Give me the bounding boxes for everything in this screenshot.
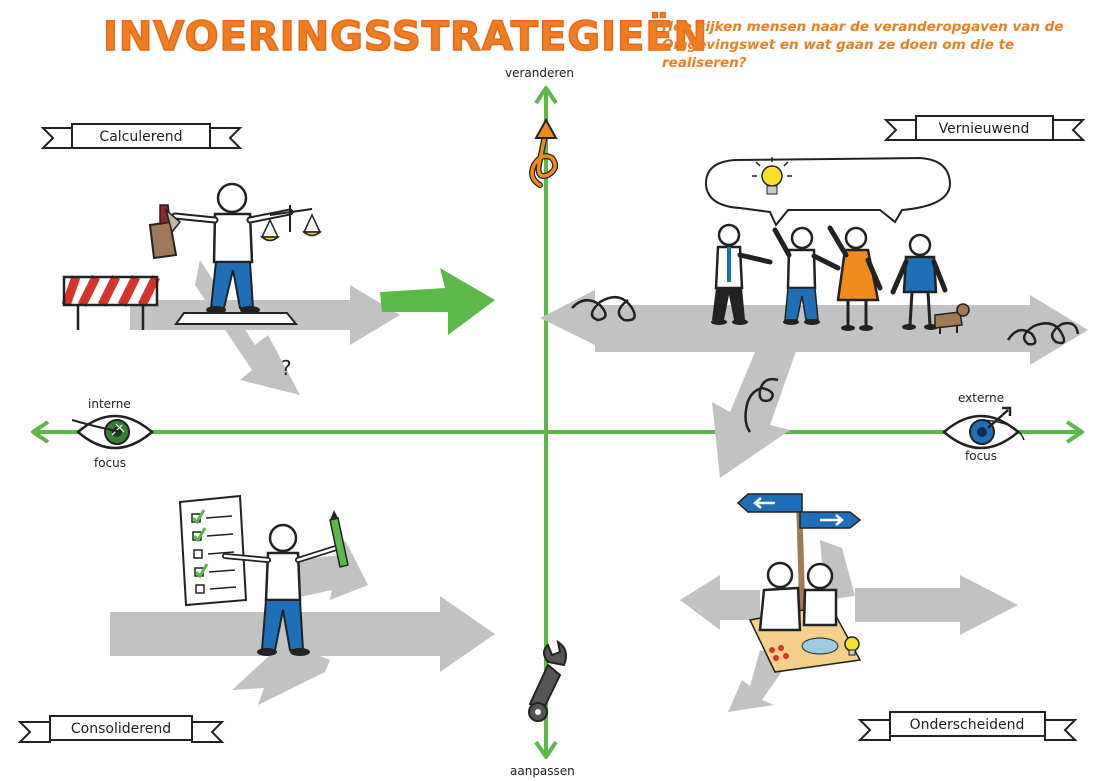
speech-bubble <box>704 156 952 227</box>
axis-arrow-left <box>31 420 50 444</box>
axis-label-externe-focus: focus <box>965 449 998 463</box>
lightbulb-icon <box>844 636 860 656</box>
gray-arrow-down <box>712 340 800 478</box>
page-title: INVOERINGSSTRATEGIEËN <box>102 13 709 61</box>
bag-icon <box>148 204 182 260</box>
barrier-icon <box>61 274 161 330</box>
lightbulb-icon <box>752 157 792 195</box>
axis-label-interne: interne <box>88 397 131 411</box>
axis-arrow-top <box>534 86 558 105</box>
checklist-icon <box>178 494 248 607</box>
quadrant-vernieuwend <box>540 156 1088 478</box>
gray-arrow-main <box>540 290 1088 365</box>
person-calculerend <box>171 182 294 314</box>
banner-vernieuwend: Vernieuwend <box>883 115 1086 141</box>
pencil-icon <box>329 510 349 568</box>
axes <box>31 86 1084 759</box>
person-blue-1 <box>772 226 841 325</box>
loop-left <box>571 295 636 322</box>
loop-right <box>1006 321 1080 346</box>
axis-label-aanpassen: aanpassen <box>510 764 575 778</box>
person-orange <box>827 225 883 331</box>
twisty-arrow-icon <box>529 117 559 188</box>
axis-label-interne-focus: focus <box>94 456 127 470</box>
quadrant-calculerend: ? <box>61 182 495 395</box>
signpost-icon <box>736 493 862 631</box>
loop-down <box>744 377 779 433</box>
banner-consoliderend: Consoliderend <box>17 715 225 743</box>
scales-icon <box>260 205 322 242</box>
quadrant-consoliderend <box>110 494 495 705</box>
dog-icon <box>934 303 970 334</box>
axis-label-veranderen: veranderen <box>505 66 575 80</box>
green-arrow <box>380 268 495 335</box>
quadrant-label-vernieuwend: Vernieuwend <box>939 121 1030 137</box>
question-mark: ? <box>281 356 292 380</box>
axis-arrow-bottom <box>534 740 558 759</box>
gray-arrow-up <box>295 540 368 600</box>
person-blue-2 <box>890 233 948 330</box>
gray-arrow-diag <box>232 640 330 705</box>
quadrant-label-calculerend: Calculerend <box>99 129 182 145</box>
eye-icon <box>942 406 1025 450</box>
axis-arrow-right <box>1065 420 1084 444</box>
quadrant-onderscheidend <box>680 493 1018 712</box>
axis-label-externe: externe <box>958 391 1005 405</box>
page-subtitle: Hoe kijken mensen naar de veranderopgave… <box>662 19 1064 71</box>
gray-arrow-left <box>680 575 760 630</box>
person-consoliderend <box>222 523 339 656</box>
persons-onderscheidend <box>758 561 838 632</box>
gray-arrow-right <box>855 575 1018 635</box>
quadrant-label-consoliderend: Consoliderend <box>71 721 171 737</box>
axis-icons <box>71 117 1025 722</box>
banner-onderscheidend: Onderscheidend <box>857 711 1078 741</box>
banner-calculerend: Calculerend <box>40 123 243 149</box>
podium <box>174 312 299 325</box>
person-suit <box>711 223 773 325</box>
quadrant-label-onderscheidend: Onderscheidend <box>910 717 1025 733</box>
eye-icon <box>71 414 154 450</box>
wrench-icon <box>528 639 567 722</box>
